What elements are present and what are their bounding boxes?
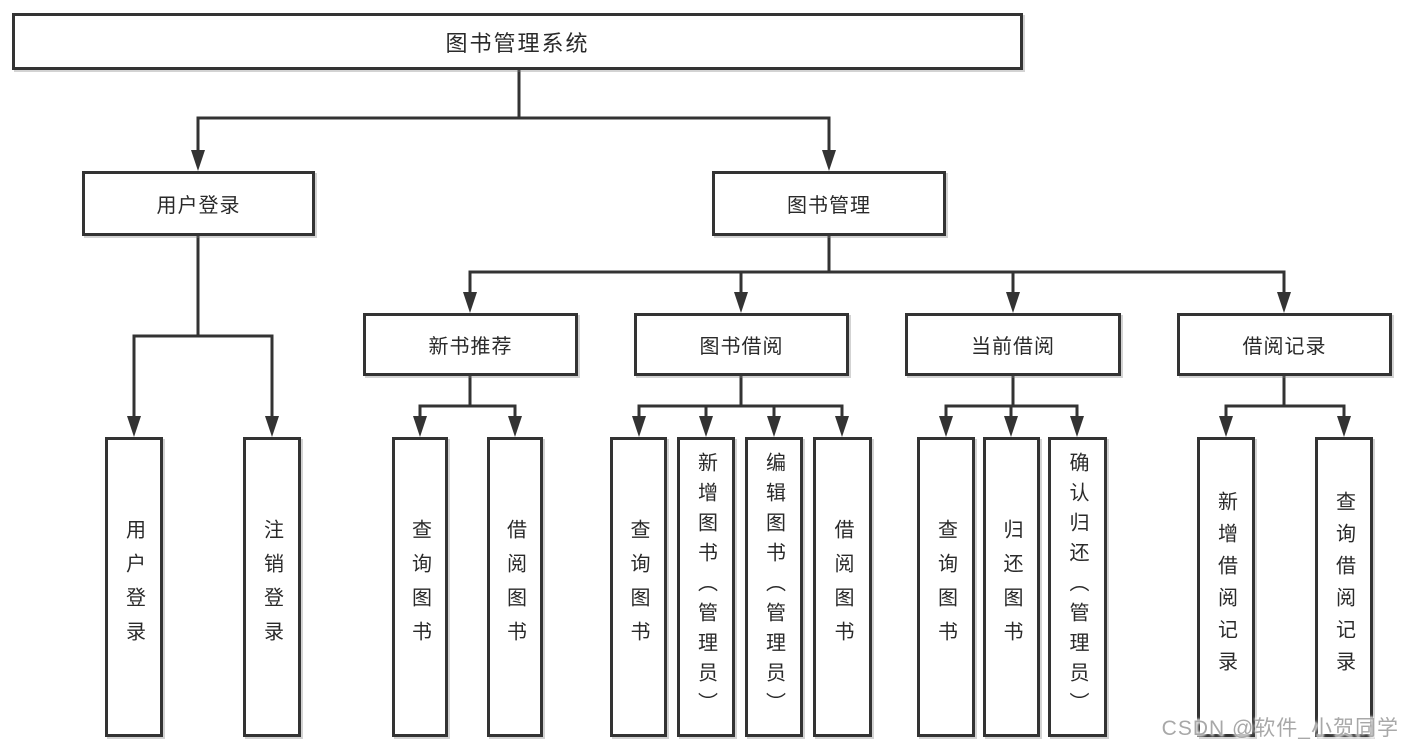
leaf-br-add-borrow-record: 新增借阅记录 [1197,437,1255,737]
leaf-nbr-borrow-books: 借阅图书 [487,437,543,737]
node-label: 图书借阅 [699,336,784,358]
leaf-bb-edit-books-admin: 编辑图书（管理员） [745,437,803,737]
node-label: 注销登录 [260,519,283,655]
node-label: 查询图书 [627,519,649,655]
leaf-logout: 注销登录 [243,437,301,737]
leaf-cb-query-books: 查询图书 [917,437,975,737]
node-label: 查询图书 [408,519,431,655]
node-label: 新书推荐 [428,336,513,358]
leaf-user-login: 用户登录 [105,437,163,737]
node-label: 借阅记录 [1242,336,1327,358]
node-book-borrowing: 图书借阅 [634,313,849,376]
node-book-management: 图书管理 [712,171,946,236]
node-borrow-records: 借阅记录 [1177,313,1392,376]
node-label: 查询借阅记录 [1332,491,1355,683]
arrowheads [127,150,1351,437]
node-label: 用户登录 [156,195,241,217]
node-new-book-recommendation: 新书推荐 [363,313,578,376]
node-label: 用户登录 [122,519,145,655]
node-label: 编辑图书（管理员） [762,452,785,722]
leaf-bb-add-books-admin: 新增图书（管理员） [677,437,735,737]
node-label: 借阅图书 [831,519,853,655]
node-user-login-group: 用户登录 [82,171,315,236]
node-label: 新增图书（管理员） [694,452,717,722]
node-label: 当前借阅 [971,336,1055,358]
node-label: 借阅图书 [503,519,526,655]
node-current-borrowing: 当前借阅 [905,313,1121,376]
leaf-bb-query-books: 查询图书 [610,437,667,737]
leaf-bb-borrow-books: 借阅图书 [813,437,872,737]
leaf-cb-confirm-return-admin: 确认归还（管理员） [1048,437,1107,737]
node-label: 查询图书 [934,519,957,655]
leaf-nbr-query-books: 查询图书 [392,437,448,737]
watermark-csdn: CSDN @软件_小贺同学 [1161,717,1399,740]
node-label: 确认归还（管理员） [1066,452,1088,722]
leaf-br-query-borrow-record: 查询借阅记录 [1315,437,1373,737]
node-library-management-system: 图书管理系统 [12,13,1023,70]
node-label: 新增借阅记录 [1214,491,1237,683]
node-label: 归还图书 [1000,519,1022,655]
node-label: 图书管理 [787,195,871,217]
leaf-cb-return-books: 归还图书 [983,437,1040,737]
node-label: 图书管理系统 [445,30,590,56]
